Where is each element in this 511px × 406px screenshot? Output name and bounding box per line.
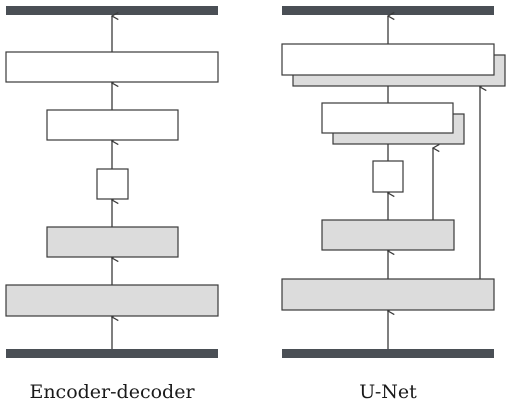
input-bar	[6, 349, 218, 358]
unet-decoder-block-2	[281, 43, 495, 76]
unet-decoder-block-1	[321, 102, 454, 134]
unet-output-bar	[282, 6, 494, 15]
unet-panel: U-Net	[281, 6, 506, 403]
output-bar	[6, 6, 218, 15]
decoder-block-1	[46, 109, 179, 141]
encoder-block-2	[46, 226, 179, 258]
decoder-block-2	[5, 51, 219, 83]
encoder-decoder-panel: Encoder-decoder	[5, 6, 219, 403]
unet-encoder-block-1	[281, 278, 495, 311]
unet-input-bar	[282, 349, 494, 358]
bottleneck-block	[96, 168, 129, 200]
encoder-block-1	[5, 284, 219, 317]
encoder-decoder-caption: Encoder-decoder	[29, 381, 195, 403]
unet-bottleneck-block	[372, 160, 404, 193]
unet-encoder-block-2	[321, 219, 455, 251]
unet-caption: U-Net	[359, 381, 417, 403]
